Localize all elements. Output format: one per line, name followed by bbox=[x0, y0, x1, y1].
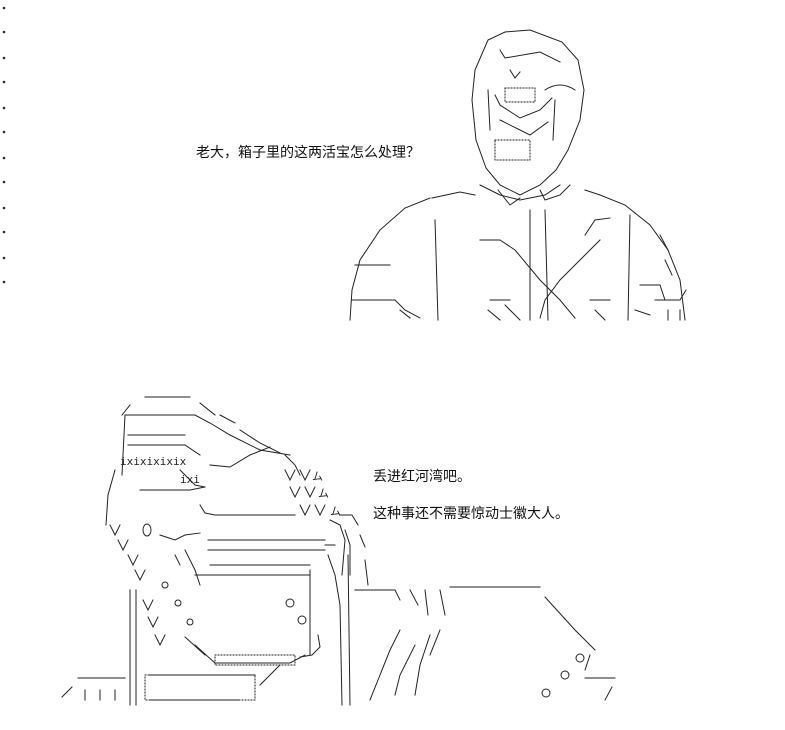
glyph-mu-text-2: ム bbox=[318, 487, 329, 500]
glyph-band-text: ixixixixix bbox=[120, 455, 187, 468]
reclining-figure-art: ixixixixix ixi ム ム ム bbox=[61, 396, 616, 706]
top-panel: 老大，箱子里的这两活宝怎么处理？ bbox=[0, 0, 785, 330]
reply-reason-text: 这种事还不需要惊动士徽大人。 bbox=[373, 506, 569, 522]
reply-river-text: 丢进红河湾吧。 bbox=[373, 469, 471, 485]
boss-question-text: 老大，箱子里的这两活宝怎么处理？ bbox=[196, 145, 420, 161]
edge-dot-column bbox=[2, 6, 6, 284]
standing-figure-art bbox=[349, 29, 687, 321]
glyph-mu-text-1: ム bbox=[312, 470, 323, 483]
glyph-mu-text-3: ム bbox=[330, 505, 341, 518]
bottom-panel: ixixixixix ixi ム ム ム bbox=[0, 375, 785, 730]
